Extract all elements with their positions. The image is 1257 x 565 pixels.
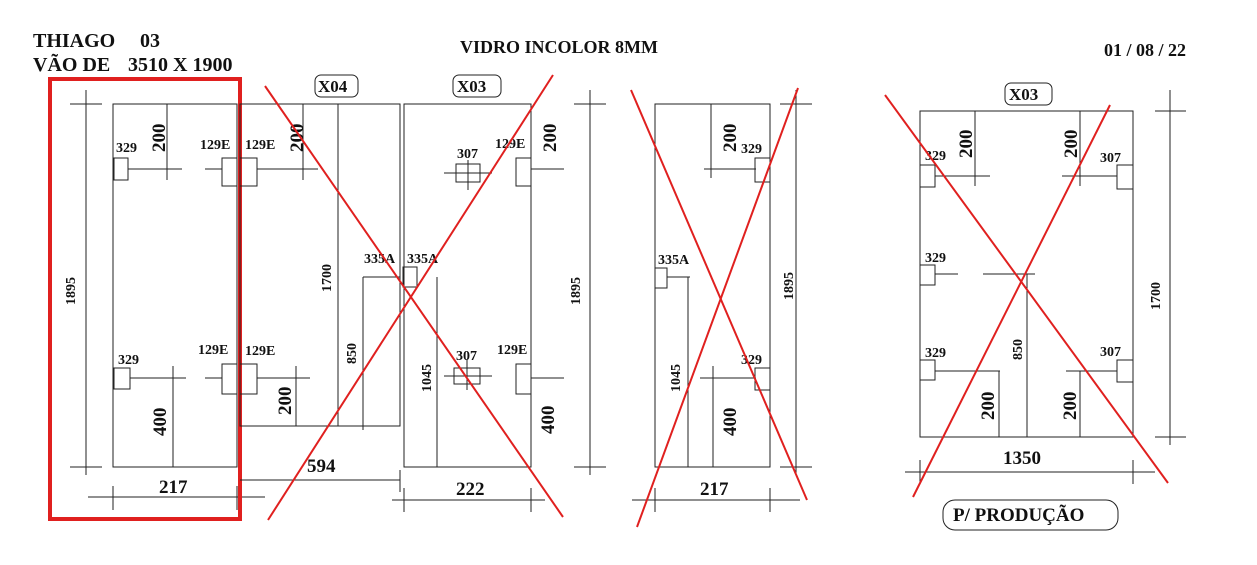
cancel-line xyxy=(630,89,808,501)
dim-label: 200 xyxy=(1060,392,1081,421)
cancel-line xyxy=(884,94,1169,484)
panel-1-outline xyxy=(112,103,238,468)
status-badge: P/ PRODUÇÃO xyxy=(953,504,1084,526)
dim-label: 1700 xyxy=(320,264,335,292)
lock-icon xyxy=(654,267,668,289)
hinge-icon xyxy=(221,363,238,395)
panel-3-tag-box xyxy=(452,74,502,98)
hw-label: 329 xyxy=(925,149,946,164)
dim-label: 850 xyxy=(1011,339,1026,360)
width-dim: 594 xyxy=(307,456,336,477)
hw-label: 329 xyxy=(925,346,946,361)
hinge-icon xyxy=(754,367,771,391)
panel-1: 1895 217 329 200 129E 329 400 129E xyxy=(64,90,265,510)
status-badge-box xyxy=(942,499,1119,531)
hw-label: 329 xyxy=(741,142,762,157)
hw-label: 329 xyxy=(118,353,139,368)
hinge-icon xyxy=(515,157,532,187)
hw-label: 129E xyxy=(198,343,228,358)
dim-label: 200 xyxy=(540,124,561,153)
panel-3-tag: X03 xyxy=(457,77,486,96)
dim-label: 200 xyxy=(720,124,741,153)
hinge-icon xyxy=(113,367,131,390)
dim-label: 400 xyxy=(150,408,171,437)
dim-label: 200 xyxy=(978,392,999,421)
handle-icon xyxy=(1116,164,1134,190)
hw-label: 129E xyxy=(495,137,525,152)
hinge-icon xyxy=(113,157,129,181)
hw-label: 129E xyxy=(245,344,275,359)
hw-label: 335A xyxy=(364,252,396,267)
width-dim: 222 xyxy=(456,479,485,500)
dim-label: 850 xyxy=(345,343,360,364)
hw-label: 307 xyxy=(456,349,477,364)
dim-label: 1045 xyxy=(420,364,435,392)
cancel-line xyxy=(912,104,1111,498)
panel-2: X04 129E 200 129E 200 1700 850 335A 594 xyxy=(239,74,418,492)
hw-label: 129E xyxy=(497,343,527,358)
panel-4: 200 329 335A 1045 329 400 1895 217 xyxy=(632,90,812,512)
dim-label: 200 xyxy=(275,387,296,416)
hw-label: 307 xyxy=(1100,151,1121,166)
hinge-icon xyxy=(919,164,936,188)
panel-5-tag: X03 xyxy=(1009,85,1038,104)
dim-label: 400 xyxy=(538,406,559,435)
dim-label: 1045 xyxy=(669,364,684,392)
dim-label: 200 xyxy=(149,124,170,153)
span-value: 3510 X 1900 xyxy=(128,54,232,76)
hinge-icon xyxy=(221,157,238,187)
panel-3: X03 335A 307 129E 200 307 129E 400 1045 … xyxy=(392,74,606,512)
hw-label: 335A xyxy=(658,253,690,268)
lock-icon xyxy=(402,266,418,288)
cancel-line xyxy=(267,74,554,521)
span-label: VÃO DE xyxy=(33,53,110,76)
hw-label: 329 xyxy=(925,251,946,266)
glass-spec: VIDRO INCOLOR 8MM xyxy=(460,37,658,57)
dim-label: 200 xyxy=(1061,130,1082,159)
cancel-line xyxy=(264,85,564,518)
handle-icon xyxy=(1116,359,1134,383)
client-name: THIAGO xyxy=(33,30,115,52)
dim-label: 1895 xyxy=(569,277,584,305)
panel-1-width-dim: 217 xyxy=(159,477,188,498)
width-dim: 1350 xyxy=(1003,448,1041,469)
hw-label: 129E xyxy=(245,138,275,153)
dim-label: 1700 xyxy=(1149,282,1164,310)
panel-1-height-dim: 1895 xyxy=(64,277,79,305)
panel-2-tag: X04 xyxy=(318,77,348,96)
panel-2-outline xyxy=(239,103,401,427)
width-dim: 217 xyxy=(700,479,729,500)
drawing-date: 01 / 08 / 22 xyxy=(1104,40,1186,60)
hw-label: 129E xyxy=(200,138,230,153)
hinge-icon xyxy=(515,363,532,395)
hinge-icon xyxy=(919,359,936,381)
panel-5: X03 329 200 329 329 200 850 307 200 307 … xyxy=(905,82,1186,484)
dim-label: 200 xyxy=(287,124,308,153)
dim-label: 200 xyxy=(956,130,977,159)
cancel-line xyxy=(636,87,799,528)
hw-label: 335A xyxy=(407,252,439,267)
hinge-icon xyxy=(239,157,258,187)
hw-label: 307 xyxy=(457,147,478,162)
dim-label: 400 xyxy=(720,408,741,437)
hinge-icon xyxy=(919,264,936,286)
cancel-marks xyxy=(264,74,1169,528)
client-code: 03 xyxy=(140,30,160,52)
hw-label: 307 xyxy=(1100,345,1121,360)
panel-5-tag-box xyxy=(1004,82,1053,106)
panel-2-tag-box xyxy=(314,74,359,98)
hinge-icon xyxy=(239,363,258,395)
hw-label: 329 xyxy=(116,141,137,156)
dim-label: 1895 xyxy=(782,272,797,300)
